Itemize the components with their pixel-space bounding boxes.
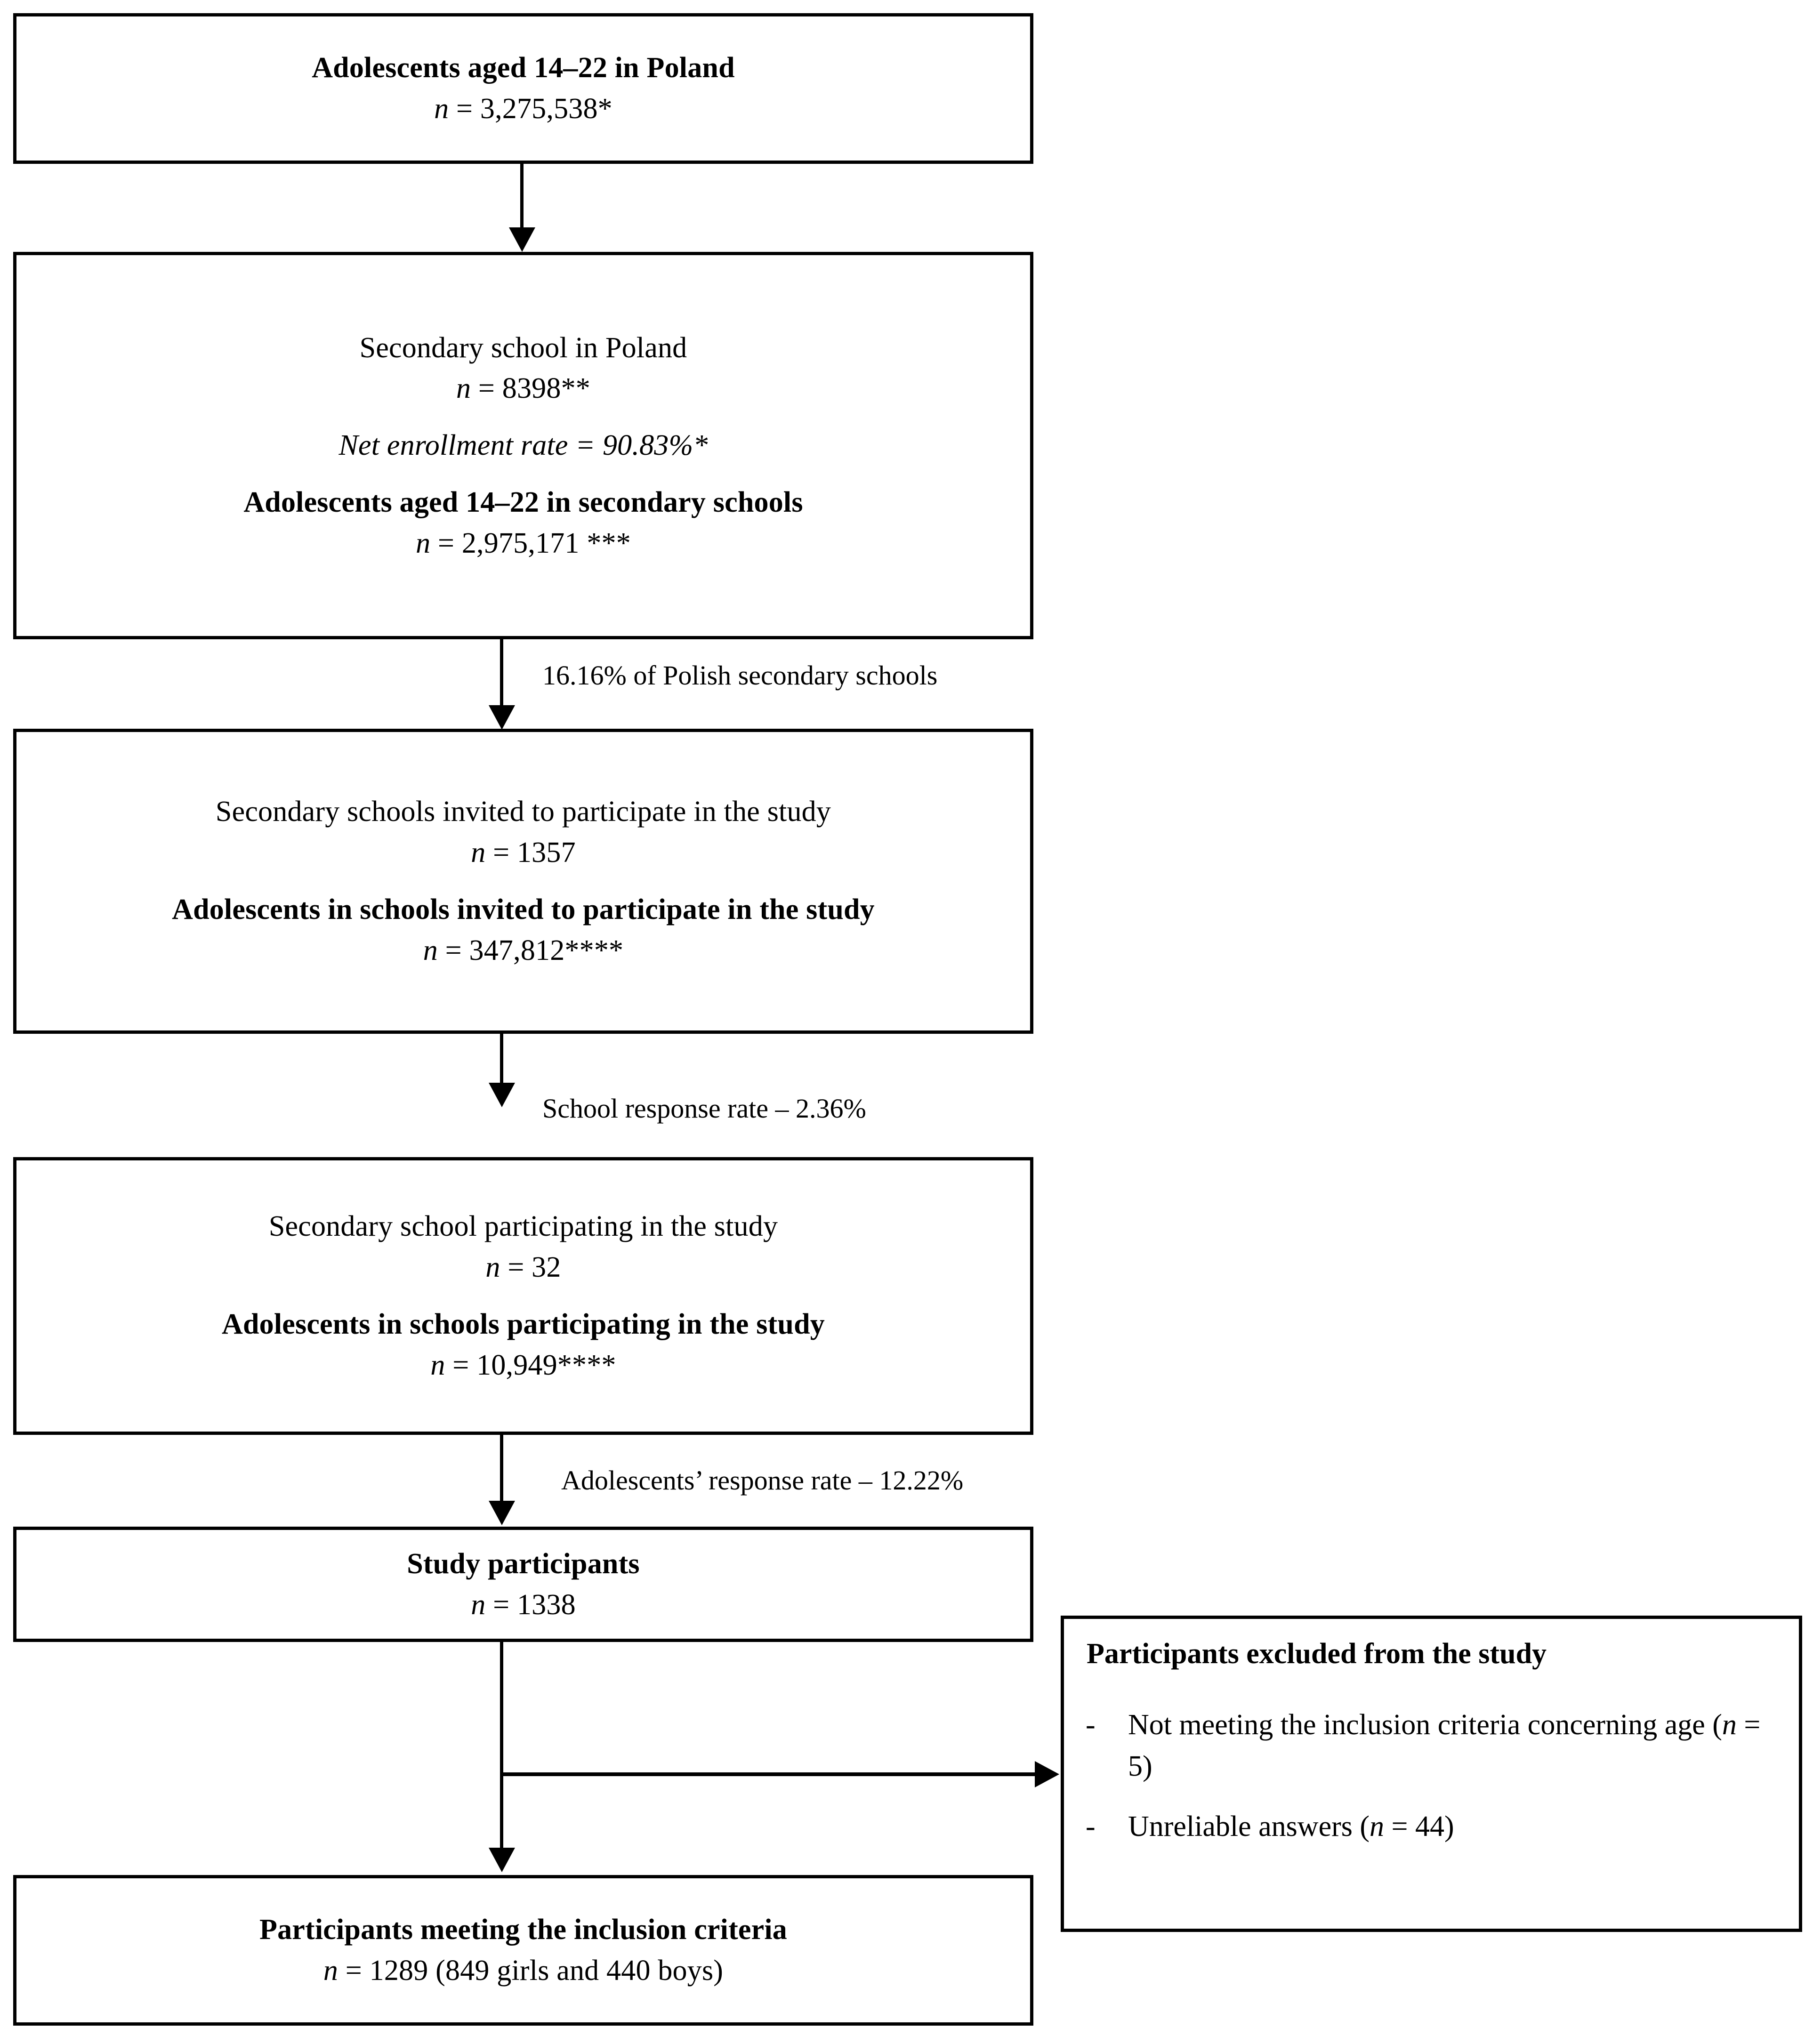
connector-population-to-schools — [520, 164, 524, 230]
n-value: = 347,812**** — [445, 934, 624, 966]
n-symbol: n — [323, 1955, 338, 1987]
arrowhead-down-participating — [489, 1501, 515, 1525]
node-line-participating-count: n = 32 — [31, 1247, 1016, 1288]
n-value: = 10,949**** — [452, 1349, 616, 1381]
n-value: = 2,975,171 *** — [437, 527, 631, 559]
node-line-invited-label: Secondary schools invited to participate… — [215, 796, 831, 828]
arrowhead-down-schools — [489, 705, 515, 730]
node-study-participants: Study participants n = 1338 — [13, 1527, 1033, 1642]
excluded-title: Participants excluded from the study — [1087, 1638, 1547, 1670]
arrowhead-down-study — [489, 1848, 515, 1872]
bullet-dash-icon: - — [1086, 1708, 1096, 1741]
edge-label-adolescents-response-rate: Adolescents’ response rate – 12.22% — [561, 1465, 964, 1496]
reason-text-after: = 44) — [1384, 1810, 1454, 1843]
n-symbol: n — [471, 1588, 486, 1621]
arrowhead-down-invited — [489, 1083, 515, 1107]
n-symbol: n — [416, 527, 431, 559]
reason-text-before: Not meeting the inclusion criteria conce… — [1128, 1708, 1722, 1741]
n-symbol: n — [423, 934, 438, 966]
n-symbol: n — [434, 93, 449, 125]
n-value: = 1338 — [493, 1588, 576, 1621]
node-title: Participants meeting the inclusion crite… — [259, 1914, 787, 1946]
node-participants-excluded: Participants excluded from the study - N… — [1061, 1616, 1802, 1932]
connector-participating-to-study — [500, 1435, 503, 1503]
n-value: = 1289 (849 girls and 440 boys) — [345, 1955, 724, 1987]
n-symbol: n — [1370, 1810, 1385, 1843]
n-value: = 1357 — [493, 837, 576, 869]
list-item-text: Unreliable answers (n = 44) — [1128, 1806, 1785, 1847]
excluded-reasons-list: - Not meeting the inclusion criteria con… — [1078, 1704, 1785, 1847]
node-line-enrollment-rate: Net enrollment rate = 90.83%* — [338, 429, 708, 462]
reason-text-before: Unreliable answers ( — [1128, 1810, 1370, 1843]
node-count: n = 1338 — [31, 1585, 1016, 1626]
node-line-schools-count: n = 8398** — [31, 368, 1016, 409]
node-line-participating-adolescents-label: Adolescents in schools participating in … — [222, 1308, 825, 1340]
node-adolescents-in-poland: Adolescents aged 14–22 in Poland n = 3,2… — [13, 13, 1033, 164]
list-item: - Not meeting the inclusion criteria con… — [1078, 1704, 1785, 1787]
edge-label-school-response-rate: School response rate – 2.36% — [542, 1093, 866, 1124]
node-schools-invited: Secondary schools invited to participate… — [13, 729, 1033, 1034]
node-line-participating-adolescents-count: n = 10,949**** — [31, 1345, 1016, 1386]
arrowhead-down-population — [509, 227, 535, 252]
list-item-text: Not meeting the inclusion criteria conce… — [1128, 1704, 1785, 1787]
connector-study-to-excluded — [500, 1772, 1037, 1776]
node-line-invited-count: n = 1357 — [31, 832, 1016, 873]
n-value: = 3,275,538* — [456, 93, 612, 125]
node-line-invited-adolescents-count: n = 347,812**** — [31, 930, 1016, 971]
node-secondary-school-in-poland: Secondary school in Poland n = 8398** Ne… — [13, 252, 1033, 639]
n-symbol: n — [485, 1251, 500, 1284]
connector-invited-to-participating — [500, 1034, 503, 1086]
n-symbol: n — [1722, 1708, 1737, 1741]
node-title: Adolescents aged 14–22 in Poland — [312, 52, 735, 84]
n-value: = 32 — [508, 1251, 561, 1284]
node-count: n = 3,275,538* — [31, 89, 1016, 129]
node-title: Study participants — [407, 1547, 640, 1580]
node-line-schools-label: Secondary school in Poland — [359, 331, 687, 364]
bullet-dash-icon: - — [1086, 1810, 1096, 1843]
edge-label-polish-secondary-schools: 16.16% of Polish secondary schools — [542, 660, 938, 691]
node-schools-participating: Secondary school participating in the st… — [13, 1157, 1033, 1435]
node-participants-meeting-inclusion-criteria: Participants meeting the inclusion crite… — [13, 1875, 1033, 2026]
node-line-participating-label: Secondary school participating in the st… — [268, 1210, 778, 1243]
list-item: - Unreliable answers (n = 44) — [1078, 1806, 1785, 1847]
n-symbol: n — [456, 372, 471, 405]
reason-text-after: = 5) — [1128, 1708, 1761, 1782]
node-line-invited-adolescents-label: Adolescents in schools invited to partic… — [172, 893, 875, 925]
arrowhead-right-excluded — [1035, 1761, 1059, 1787]
n-symbol: n — [430, 1349, 445, 1381]
node-line-adolescents-count: n = 2,975,171 *** — [31, 523, 1016, 564]
node-count: n = 1289 (849 girls and 440 boys) — [31, 1950, 1016, 1991]
connector-schools-to-invited — [500, 639, 503, 708]
n-symbol: n — [471, 837, 486, 869]
connector-study-to-included — [500, 1642, 503, 1849]
node-line-adolescents-label: Adolescents aged 14–22 in secondary scho… — [243, 486, 803, 518]
n-value: = 8398** — [478, 372, 590, 405]
